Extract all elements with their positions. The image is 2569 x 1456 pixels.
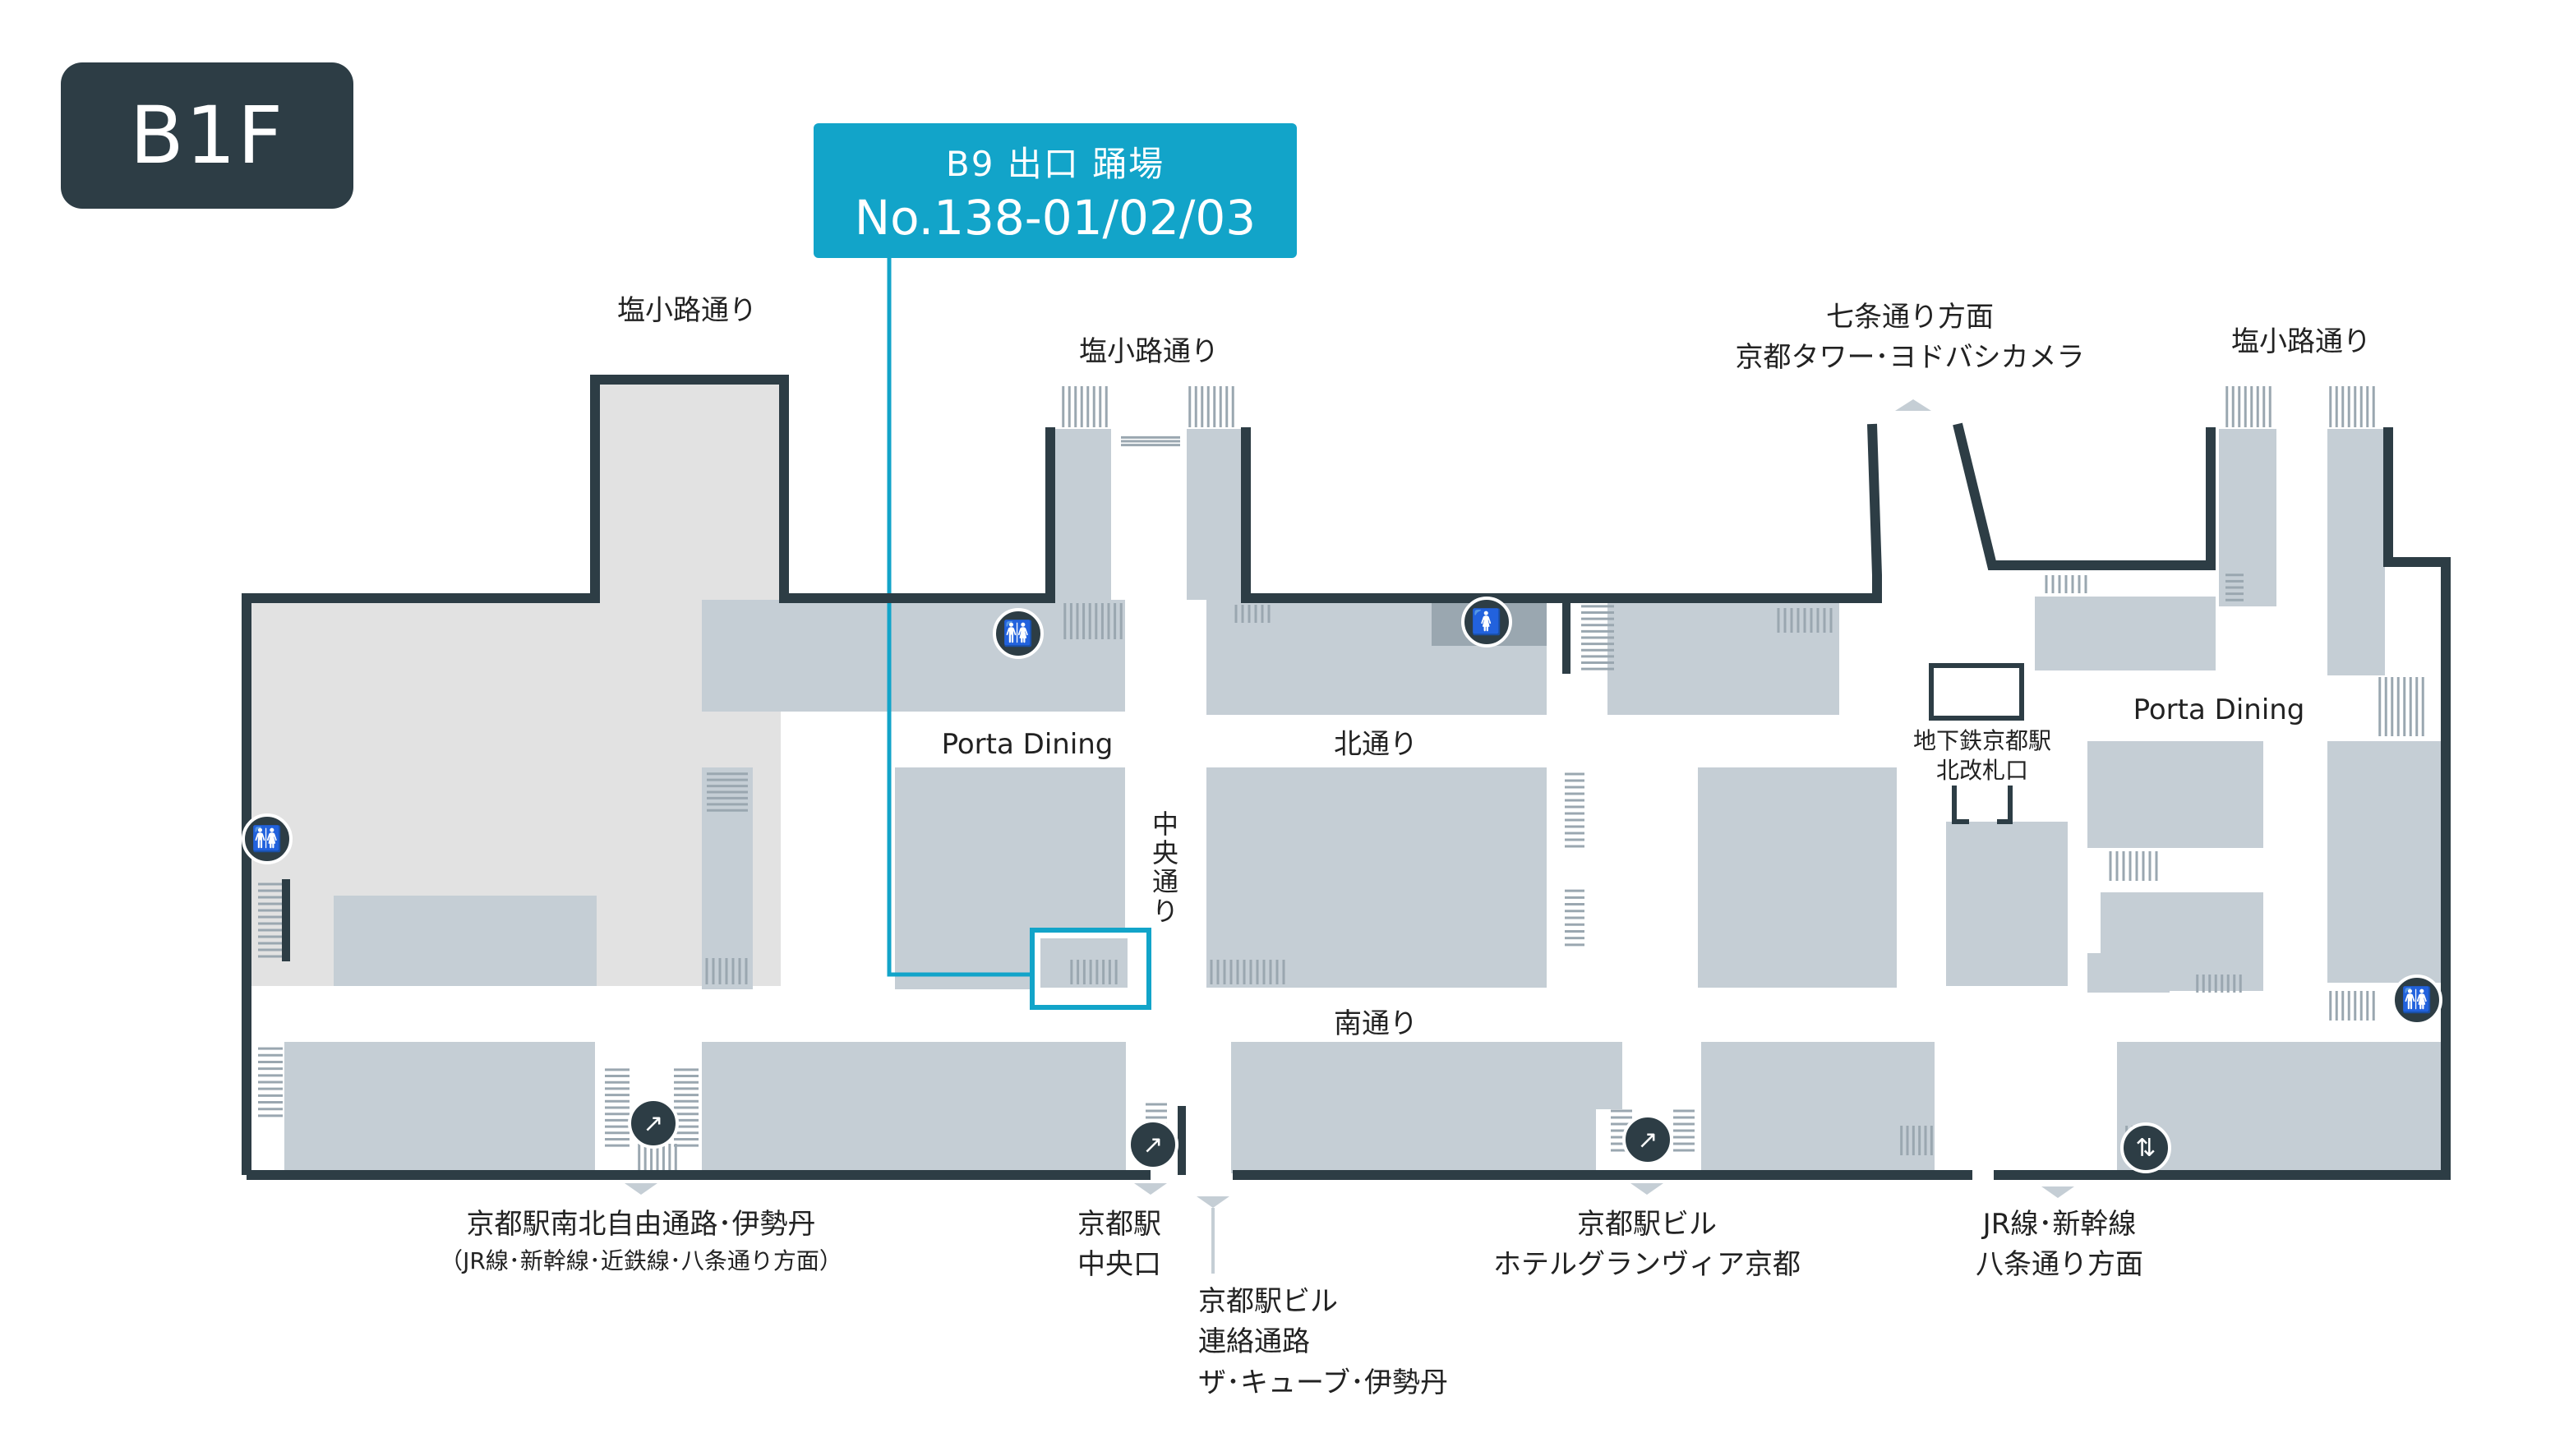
womens-restroom-icon: 🚺 — [1461, 597, 1512, 647]
direction-minami-kita: 京都駅南北自由通路･伊勢丹 （JR線･新幹線･近鉄線･八条通り方面） — [440, 1208, 842, 1275]
direction-shichijo: 七条通り方面 京都タワー･ヨドバシカメラ — [1735, 301, 2085, 375]
callout-number: No.138-01/02/03 — [854, 190, 1257, 246]
floor-badge: B1F — [61, 62, 353, 209]
inner-wall — [1952, 786, 1969, 824]
escalator-icon: ↗ — [628, 1098, 679, 1149]
direction-renraku: 京都駅ビル 連絡通路 ザ･キューブ･伊勢丹 — [1198, 1285, 1448, 1399]
direction-arrows — [625, 399, 2074, 1274]
escalator-icon: ↗ — [1622, 1114, 1673, 1165]
arrow-down-icon — [625, 1183, 657, 1195]
exit-callout: B9 出口 踊場 No.138-01/02/03 — [814, 123, 1297, 258]
direction-jr: JR線･新幹線 八条通り方面 — [1976, 1208, 2143, 1282]
restroom-icon: 🚻 — [2391, 975, 2442, 1025]
street-label-kita: 北通り — [1334, 728, 1418, 761]
street-label-minami: 南通り — [1334, 1007, 1418, 1040]
arrow-down-icon — [1630, 1183, 1663, 1195]
escalator-icon: ↗ — [1128, 1119, 1178, 1170]
subway-gate-label: 地下鉄京都駅 北改札口 — [1912, 727, 2052, 785]
area-label-porta-dining-left: Porta Dining — [941, 728, 1114, 761]
outer-wall — [242, 375, 2451, 1180]
direction-granvia: 京都駅ビル ホテルグランヴィア京都 — [1493, 1208, 1801, 1282]
elevator-icon: ⇅ — [2120, 1122, 2171, 1173]
store-blocks — [284, 429, 2446, 1173]
restroom-icon: 🚻 — [242, 813, 293, 864]
street-label-chuo: 中央通り — [1151, 809, 1178, 927]
direction-chuo-guchi: 京都駅 中央口 — [1077, 1208, 1161, 1282]
restroom-icon: 🚻 — [993, 608, 1044, 659]
area-label-porta-dining-right: Porta Dining — [2133, 693, 2305, 726]
arrow-down-icon — [1197, 1196, 1229, 1208]
stairs — [258, 386, 2424, 1173]
street-label-shiokoji-right: 塩小路通り — [2231, 325, 2371, 358]
street-label-shiokoji-center: 塩小路通り — [1079, 335, 1219, 368]
inner-wall — [1997, 786, 2013, 824]
arrow-up-icon — [1895, 399, 1931, 411]
arrow-down-icon — [1134, 1183, 1167, 1195]
callout-title: B9 出口 踊場 — [945, 144, 1165, 184]
street-label-shiokoji-left: 塩小路通り — [617, 294, 757, 327]
arrow-down-icon — [2041, 1186, 2074, 1198]
